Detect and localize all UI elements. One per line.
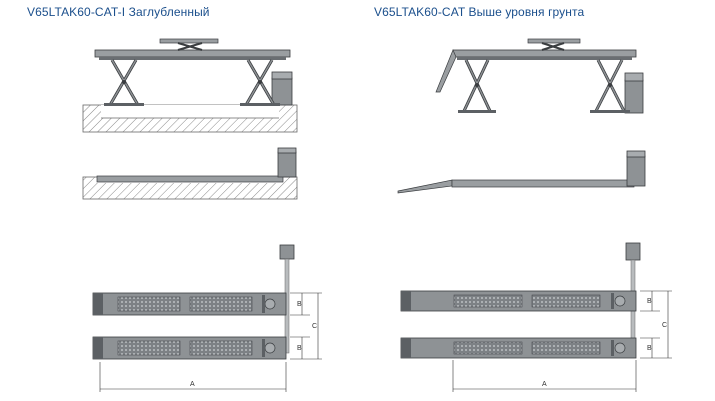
jack-scissor <box>159 38 219 51</box>
right-side-view-lowered <box>397 150 646 194</box>
dim-label-c: C <box>312 323 317 330</box>
lift-platform <box>452 49 637 58</box>
control-unit-top <box>625 242 641 261</box>
jack-scissor <box>527 38 581 51</box>
dimension-lines <box>452 290 672 392</box>
dim-label-b-upper: B <box>647 298 652 305</box>
left-top-view: A B B C <box>92 244 322 392</box>
title-flush-mount: V65LTAK60-CAT-I Заглубленный <box>27 5 210 19</box>
platform-lowered <box>96 175 284 183</box>
right-top-view: A B B C <box>400 242 672 392</box>
runway-lower <box>92 336 287 360</box>
left-side-view-lowered <box>82 147 298 200</box>
runway-upper <box>400 290 637 312</box>
runway-upper <box>92 292 287 316</box>
dim-label-b-lower: B <box>297 345 302 352</box>
runway-lower <box>400 337 637 359</box>
dim-label-b-lower: B <box>647 345 652 352</box>
title-surface-mount: V65LTAK60-CAT Выше уровня грунта <box>374 5 585 19</box>
drive-ramp-lowered <box>397 179 453 194</box>
dim-label-a: A <box>190 381 195 388</box>
control-unit-lowered <box>626 155 646 187</box>
left-side-view-raised <box>82 38 298 133</box>
dim-label-b-upper: B <box>297 301 302 308</box>
lift-platform <box>94 49 291 58</box>
dim-label-c: C <box>662 322 667 329</box>
control-unit <box>624 79 644 114</box>
platform-lowered <box>451 179 635 188</box>
control-unit <box>271 77 293 106</box>
right-side-view-raised <box>435 38 644 114</box>
drive-ramp <box>435 49 457 93</box>
control-unit-lowered <box>277 151 297 178</box>
dimension-lines <box>99 292 322 392</box>
control-unit-top <box>279 244 295 260</box>
dim-label-a: A <box>542 381 547 388</box>
pit-recess <box>101 105 279 118</box>
